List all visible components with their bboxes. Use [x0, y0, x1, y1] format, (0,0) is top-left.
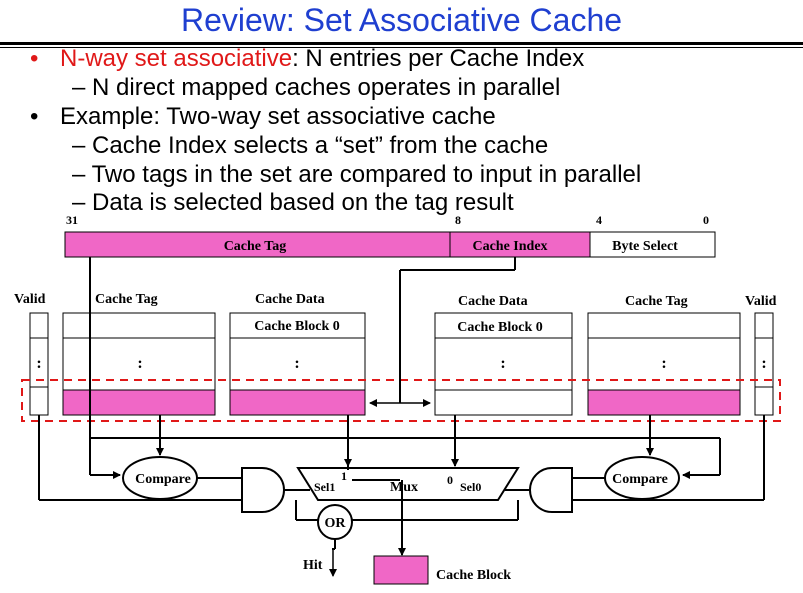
- address-byte-select-label: Byte Select: [612, 239, 678, 254]
- title-rule: [0, 42, 803, 45]
- mux-sel1-label: Sel1: [314, 480, 335, 494]
- sub-bullet-3: – Two tags in the set are compared to in…: [72, 161, 642, 188]
- address-index-field: [449, 231, 591, 258]
- valid-header-left: Valid: [14, 292, 46, 307]
- mux-input-0-label: 0: [447, 473, 453, 487]
- address-tag-field: [64, 231, 451, 258]
- cache-data-header-right: Cache Data: [458, 294, 528, 309]
- sub-bullet-3-text: Two tags in the set are compared to inpu…: [91, 161, 642, 188]
- data-set-entry-left: [229, 389, 366, 416]
- bullet-dot: •: [30, 45, 39, 72]
- bullet-1-highlight: N-way set associative: [60, 45, 293, 72]
- data-set-entry-right: [434, 389, 573, 416]
- sub-bullet-4: – Data is selected based on the tag resu…: [72, 189, 514, 216]
- mux-label: Mux: [390, 480, 418, 495]
- tag-set-entry-right: [587, 389, 741, 416]
- and-gate-left: [241, 467, 285, 513]
- sub-bullet-1: – N direct mapped caches operates in par…: [72, 74, 561, 101]
- bit-4-label: 4: [596, 213, 602, 227]
- bullet-1: N-way set associative: N entries per Cac…: [60, 45, 584, 73]
- and-gate-right: [529, 467, 573, 513]
- address-index-label: Cache Index: [472, 239, 547, 254]
- data-dots-right: :: [500, 355, 505, 372]
- bit-8-label: 8: [455, 213, 461, 227]
- tag-dots-left: :: [137, 355, 142, 372]
- sub-bullet-2: – Cache Index selects a “set” from the c…: [72, 132, 549, 159]
- cache-block-0-left: Cache Block 0: [254, 319, 340, 334]
- hit-label: Hit: [303, 558, 323, 573]
- tag-set-entry-left: [62, 389, 216, 416]
- output-cache-block: [373, 555, 429, 585]
- slide-title: Review: Set Associative Cache: [180, 2, 623, 38]
- cache-tag-header-right: Cache Tag: [625, 294, 688, 309]
- cache-data-header-left: Cache Data: [255, 292, 325, 307]
- title-rule-thin: [0, 47, 803, 48]
- data-dots-left: :: [294, 355, 299, 372]
- output-cache-block-label: Cache Block: [436, 568, 511, 583]
- valid-dots-left: :: [36, 355, 41, 372]
- bullet-2: Example: Two-way set associative cache: [60, 103, 496, 130]
- tag-dots-right: :: [661, 355, 666, 372]
- mux: [296, 467, 520, 501]
- cache-tag-header-left: Cache Tag: [95, 292, 158, 307]
- address-byte-select-field: [589, 231, 716, 258]
- compare-right-label: Compare: [612, 472, 668, 487]
- sub-bullet-1-text: N direct mapped caches operates in paral…: [92, 74, 561, 101]
- sub-bullet-2-text: Cache Index selects a “set” from the cac…: [92, 132, 549, 159]
- bullet-1-rest: : N entries per Cache Index: [292, 45, 585, 72]
- mux-input-1-label: 1: [341, 469, 347, 483]
- bit-31-label: 31: [66, 213, 78, 227]
- compare-left-label: Compare: [135, 472, 191, 487]
- bullet-dot: •: [30, 103, 39, 130]
- or-gate-label: OR: [325, 516, 347, 531]
- address-tag-label: Cache Tag: [224, 239, 287, 254]
- bit-0-label: 0: [703, 213, 709, 227]
- mux-sel0-label: Sel0: [460, 480, 481, 494]
- valid-header-right: Valid: [745, 294, 777, 309]
- valid-dots-right: :: [761, 355, 766, 372]
- sub-bullet-4-text: Data is selected based on the tag result: [92, 189, 514, 216]
- cache-block-0-right: Cache Block 0: [457, 320, 543, 335]
